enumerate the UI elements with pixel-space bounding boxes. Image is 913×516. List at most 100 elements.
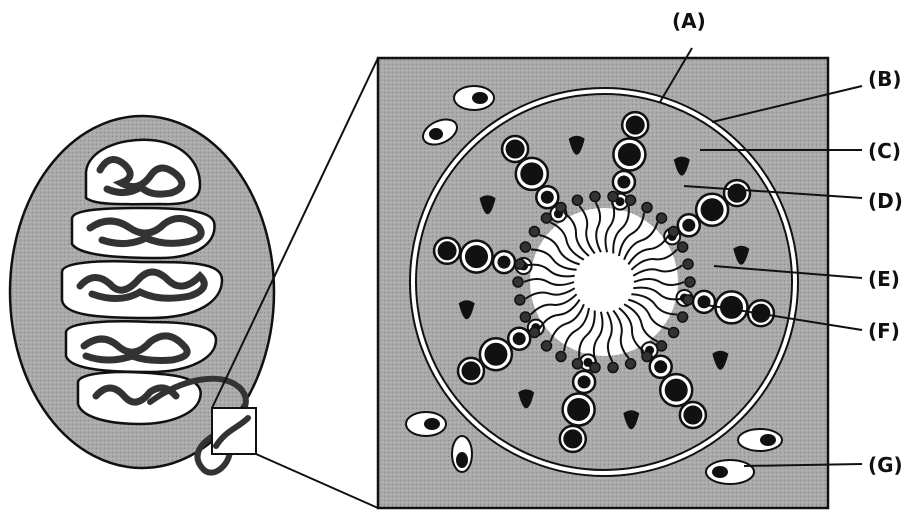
sperm-head xyxy=(519,241,532,253)
primary-spermatocyte-nucleus xyxy=(520,162,544,186)
lumen xyxy=(530,208,678,356)
sperm-head xyxy=(589,190,601,203)
sperm-tail xyxy=(525,263,575,278)
zoom-line-bottom xyxy=(255,453,379,509)
sperm-head xyxy=(682,258,694,270)
secondary-spermatocyte-nucleus xyxy=(682,218,696,232)
sperm-tail xyxy=(612,309,630,359)
sperm-head xyxy=(641,350,653,363)
primary-spermatocyte-nucleus xyxy=(567,398,591,421)
sertoli-nucleus xyxy=(479,195,496,215)
primary-spermatocyte-nucleus xyxy=(465,245,488,269)
spermatogonium-nucleus xyxy=(625,115,645,135)
sperm-tail xyxy=(618,307,645,353)
sperm-head xyxy=(682,294,694,306)
sperm-head xyxy=(667,326,680,339)
sperm-head xyxy=(589,361,601,374)
sperm-tail xyxy=(631,293,678,316)
sperm-head xyxy=(684,276,696,288)
sperm-tail xyxy=(530,293,578,316)
sperm-tail xyxy=(525,287,576,300)
sertoli-nucleus xyxy=(518,389,535,409)
sperm-head xyxy=(528,326,541,339)
sperm-head xyxy=(607,361,619,374)
sertoli-nucleus xyxy=(733,245,750,265)
primary-spermatocyte-nucleus xyxy=(664,378,688,402)
sperm-head xyxy=(641,201,653,214)
sperm-tail xyxy=(627,234,670,265)
sperm-tail xyxy=(630,248,678,271)
sperm-tail xyxy=(632,264,683,277)
sperm-tail xyxy=(594,201,602,253)
label-G: (G) xyxy=(868,453,903,477)
spermatogonium-nucleus xyxy=(437,241,457,261)
sperm-head xyxy=(676,241,689,253)
sperm-tail xyxy=(623,303,658,343)
label-A: (A) xyxy=(672,9,706,33)
sperm-head xyxy=(540,212,553,224)
spermatid-nucleus xyxy=(615,197,625,207)
sperm-head xyxy=(624,358,637,370)
sperm-tail xyxy=(530,248,577,271)
sperm-tail xyxy=(628,298,669,330)
sertoli-nucleus xyxy=(458,300,475,320)
sperm-tail xyxy=(633,286,683,301)
secondary-spermatocyte-nucleus xyxy=(577,375,591,389)
sertoli-nucleus xyxy=(568,135,585,155)
sertoli-nucleus xyxy=(623,410,640,430)
leader-lines xyxy=(659,47,863,467)
sperm-tail xyxy=(604,202,616,253)
sperm-head xyxy=(676,311,689,323)
sperm-head xyxy=(667,225,680,238)
primary-spermatocyte-nucleus xyxy=(484,342,508,366)
sperm-tail xyxy=(538,299,581,330)
sperm-tail xyxy=(623,222,659,261)
label-E: (E) xyxy=(868,267,900,291)
primary-spermatocyte-nucleus xyxy=(700,198,724,222)
spermatogonium-nucleus xyxy=(505,139,525,159)
sperm-tail xyxy=(550,221,585,261)
sperm-tail xyxy=(563,307,590,352)
secondary-spermatocyte-nucleus xyxy=(512,332,526,346)
label-C: (C) xyxy=(868,139,901,163)
sertoli-nucleus xyxy=(712,350,729,370)
sperm-tail xyxy=(523,278,575,286)
secondary-spermatocyte-nucleus xyxy=(617,175,631,189)
sperm-tail xyxy=(578,205,596,255)
sperm-head xyxy=(655,212,668,224)
secondary-spermatocyte-nucleus xyxy=(540,190,554,204)
sperm-head xyxy=(571,358,584,370)
sperm-tail xyxy=(606,311,614,363)
sperm-tails xyxy=(523,201,685,363)
sperm-head xyxy=(512,276,524,288)
label-B: (B) xyxy=(868,67,902,91)
sperm-tail xyxy=(612,205,630,254)
sperm-tail xyxy=(539,234,580,266)
sperm-tail xyxy=(563,211,590,257)
sperm-head xyxy=(607,190,619,203)
sperm-head xyxy=(555,201,567,214)
sperm-head xyxy=(555,350,567,363)
sperm-head xyxy=(624,194,637,206)
tubule-cross-section xyxy=(409,87,799,477)
sperm-head xyxy=(514,294,526,306)
label-D: (D) xyxy=(868,189,903,213)
sperm-tail xyxy=(578,310,596,359)
sperm-tail xyxy=(549,303,585,342)
zoom-line-top xyxy=(211,57,379,409)
testis-overview xyxy=(8,114,276,476)
secondary-spermatocyte-nucleus xyxy=(654,360,668,374)
spermatid-nucleus xyxy=(583,357,593,367)
spermatogonium-nucleus xyxy=(461,361,481,381)
primary-spermatocyte-nucleus xyxy=(617,143,641,166)
sperm-head xyxy=(514,258,526,270)
sperm-tail xyxy=(633,278,685,286)
sperm-head xyxy=(571,194,584,206)
sperm-head xyxy=(528,225,541,238)
spermatogonium-nucleus xyxy=(683,405,703,425)
secondary-spermatocyte-nucleus xyxy=(497,255,511,269)
spermatogonium-nucleus xyxy=(563,429,583,449)
sperm-head xyxy=(655,340,668,352)
